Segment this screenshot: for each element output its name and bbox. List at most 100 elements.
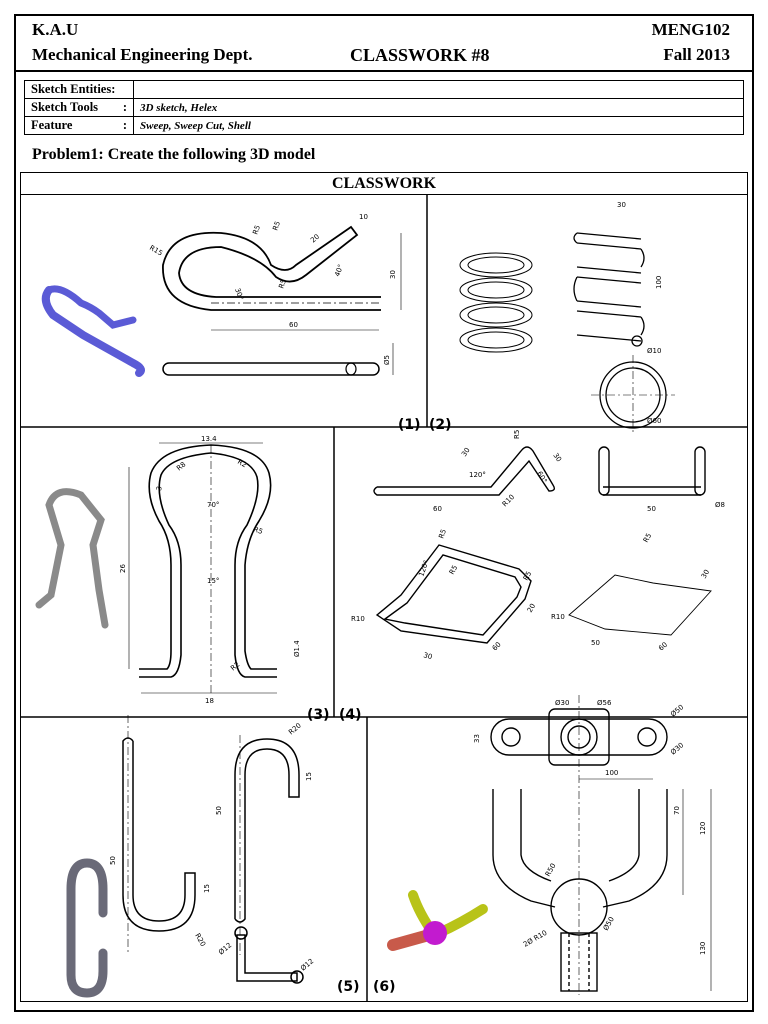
dim-label: Ø1.4	[293, 640, 301, 657]
dim-label: R5	[448, 564, 460, 576]
dim-label: Ø30	[669, 741, 685, 756]
dim-label: 18	[205, 697, 214, 705]
dim-label: Ø12	[217, 941, 233, 956]
dim-label: 50	[647, 505, 656, 513]
panel-number-6: (6)	[373, 979, 396, 995]
header: K.A.U Mechanical Engineering Dept. CLASS…	[16, 16, 752, 72]
dim-label: Ø10	[647, 347, 661, 355]
part6-front-view	[492, 789, 668, 992]
classwork-number: CLASSWORK #8	[350, 45, 490, 65]
part5-views	[122, 737, 304, 984]
dim-label: R20	[193, 932, 207, 948]
dim-label: 100	[655, 276, 663, 289]
dim-label: 70°	[207, 501, 219, 509]
dim-label: 120	[699, 822, 707, 835]
dim-label: Ø8	[715, 501, 725, 509]
problem-statement: Problem1: Create the following 3D model	[32, 146, 316, 163]
info-colon: :	[122, 118, 127, 132]
dim-label: 13.4	[201, 435, 217, 443]
dim-label: R50	[544, 862, 558, 878]
info-label-text: Feature	[31, 118, 73, 132]
dim-label: R5	[522, 570, 534, 582]
info-value	[133, 80, 744, 99]
panel-1-drawing: R15 R5 R5 20 10 30 30° 40° R5 60 Ø5	[41, 213, 402, 377]
info-colon: :	[122, 100, 127, 114]
dim-label: R10	[551, 613, 565, 621]
part3-front-view	[139, 444, 277, 678]
panel-number-2: (2)	[429, 417, 452, 433]
dim-label: 130	[699, 942, 707, 955]
dim-label: R5	[271, 220, 282, 232]
dim-label: 50	[215, 806, 223, 815]
panel-6-drawing: Ø30 Ø56 Ø50 33 Ø30 100 70 120 R50 130 Ø5…	[387, 695, 712, 995]
dim-label: 60	[433, 505, 442, 513]
dim-label: 60	[289, 321, 298, 329]
dim-label: 50	[109, 856, 117, 865]
worksheet-page: K.A.U Mechanical Engineering Dept. CLASS…	[14, 14, 754, 1012]
part1-bottom-view	[162, 362, 380, 376]
dim-label: R5	[437, 528, 448, 540]
dim-label: 10	[359, 213, 368, 221]
dim-label: 60	[657, 641, 669, 653]
dim-label: 20	[526, 602, 537, 614]
panel-number-4: (4)	[339, 707, 362, 723]
department-name: Mechanical Engineering Dept.	[32, 45, 253, 64]
dim-label: R8	[175, 460, 187, 472]
drawings-canvas: R15 R5 R5 20 10 30 30° 40° R5 60 Ø5	[21, 195, 747, 1001]
section-title: CLASSWORK	[21, 173, 747, 195]
dim-label: 20	[309, 233, 321, 245]
panel-5-drawing: R20 15 50 50 15 R20 Ø12 Ø12	[66, 715, 315, 998]
dim-label: 30	[422, 651, 433, 661]
panel-number-3: (3)	[307, 707, 330, 723]
dim-label: 30	[551, 452, 563, 464]
dim-label: R5	[642, 532, 654, 544]
spring-front-view	[573, 232, 675, 435]
dim-label: 60	[491, 640, 503, 652]
dim-label: R15	[148, 244, 164, 258]
dim-label: Ø5	[383, 355, 391, 365]
term: Fall 2013	[663, 45, 730, 64]
dim-label: R5	[513, 430, 521, 439]
info-row-entities: Sketch Entities:	[24, 80, 744, 99]
info-label: Sketch Tools:	[24, 98, 134, 117]
dim-label: Ø12	[299, 957, 315, 972]
info-label-text: Sketch Tools	[31, 100, 99, 114]
info-label: Sketch Entities:	[24, 80, 134, 99]
spring-3d-view	[459, 252, 533, 353]
dim-label: 2Ø R10	[522, 929, 548, 949]
panel-2-drawing: 30 100 Ø10 Ø60	[459, 201, 675, 435]
dim-label: 100	[605, 769, 618, 777]
dim-label: 50	[591, 639, 600, 647]
part3-3d-view	[35, 488, 109, 629]
info-value: 3D sketch, Helex	[133, 98, 744, 117]
dim-label: 30	[700, 568, 711, 580]
part4-iso-view	[375, 544, 712, 644]
info-row-tools: Sketch Tools: 3D sketch, Helex	[24, 98, 744, 117]
info-value: Sweep, Sweep Cut, Shell	[133, 116, 744, 135]
dim-label: 15°	[207, 577, 219, 585]
dim-label: Ø56	[597, 699, 612, 707]
dim-label: 30°	[233, 287, 245, 301]
dim-label: 30	[617, 201, 626, 209]
part1-3d-view	[41, 286, 145, 377]
dim-label: 3	[155, 486, 164, 492]
university-name: K.A.U	[32, 20, 79, 39]
dim-label: 70	[673, 806, 681, 815]
panel-number-1: (1)	[398, 417, 421, 433]
info-table: Sketch Entities: Sketch Tools: 3D sketch…	[24, 80, 744, 135]
panel-4-drawing: R5 30 30 120° 60 R10 60° 50 Ø8 R5 120° R…	[351, 430, 725, 662]
dim-label: R5	[251, 224, 262, 236]
panel-3-drawing: 13.4 R8 R2 70° R5 3 26 15° Ø1.4 R2 18	[35, 435, 301, 705]
dim-label: R2	[229, 660, 241, 672]
dim-label: 15	[305, 772, 313, 781]
info-label: Feature:	[24, 116, 134, 135]
info-row-feature: Feature: Sweep, Sweep Cut, Shell	[24, 116, 744, 135]
dim-label: R5	[252, 525, 264, 536]
dim-label: Ø50	[602, 916, 616, 932]
dim-label: 30	[389, 270, 397, 279]
dim-label: Ø30	[555, 699, 569, 707]
dim-label: 40°	[333, 263, 345, 277]
part5-3d-view	[66, 858, 108, 998]
part1-front-view	[162, 225, 381, 311]
part1-3d-hook	[45, 285, 137, 329]
